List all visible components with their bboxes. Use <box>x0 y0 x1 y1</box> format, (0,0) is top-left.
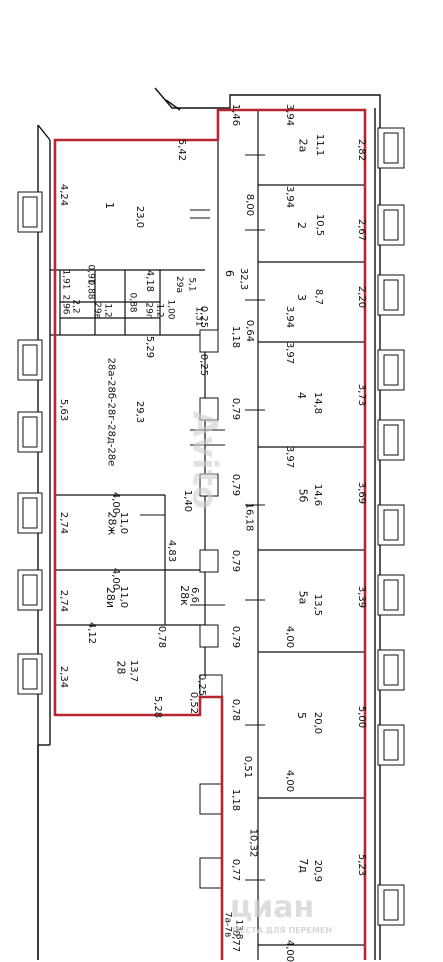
dim-label: 2,96 <box>60 294 71 315</box>
dim-label: 3,69 <box>356 481 368 505</box>
dim-label: 10,32 <box>247 828 259 858</box>
dim-label: 4,24 <box>58 183 70 207</box>
dim-label: 3,97 <box>284 445 296 469</box>
dim-label: 4,00 <box>110 567 122 591</box>
room-29a-label: 29а <box>173 276 184 293</box>
columns <box>199 329 223 889</box>
room-28zh-area: 11,0 <box>118 511 130 535</box>
room-6-area: 32,3 <box>238 267 250 291</box>
room-6-label: 6 <box>223 270 236 277</box>
room-28zh-label: 28ж <box>105 511 119 536</box>
dim-label: 0,79 <box>230 549 242 573</box>
room-2-area: 10,5 <box>314 213 326 237</box>
windows-right <box>377 127 405 926</box>
room-2a-area: 11,1 <box>314 133 326 157</box>
room-29v-label: 29в <box>91 302 102 319</box>
room-5a-label: 5а <box>296 590 310 605</box>
dim-label: 2,74 <box>58 589 70 613</box>
dim-label: 3,94 <box>284 103 296 127</box>
cian-watermark: циан <box>230 890 315 925</box>
dim-label: 0,78 <box>156 625 168 649</box>
dim-label: 2,34 <box>58 665 70 689</box>
room-3-label: 3 <box>295 294 308 301</box>
room-4-label: 4 <box>295 392 308 399</box>
dim-label: 1,91 <box>60 269 71 290</box>
tick-marks <box>140 154 265 881</box>
dim-label: 0,51 <box>242 755 254 779</box>
room-28-area: 13,7 <box>128 659 140 683</box>
dim-label: 4,18 <box>144 269 156 293</box>
dim-label: 0,77 <box>230 858 242 882</box>
dim-label: 0,52 <box>188 691 200 715</box>
room-5-label: 5 <box>295 712 308 719</box>
room-1-label: 1 <box>103 202 116 209</box>
cian-watermark-sub: МЕСТА ДЛЯ ПЕРЕМЕН <box>232 926 333 935</box>
dim-label: 1,18 <box>230 325 242 349</box>
dim-label: 2,74 <box>58 511 70 535</box>
interior-walls <box>50 110 365 960</box>
dim-label: 5,28 <box>152 695 164 719</box>
dim-label: 3,73 <box>356 383 368 407</box>
dim-label: 0,88 <box>127 292 138 313</box>
room-7d-label: 7д <box>296 858 310 873</box>
room-29a-area: 5,1 <box>186 277 197 292</box>
dim-label: 2,82 <box>356 138 368 162</box>
room-5b-label: 5б <box>296 488 310 503</box>
dim-label: 4,83 <box>166 539 178 563</box>
dim-label: 0,78 <box>230 698 242 722</box>
room-29g-area: 1,2 <box>154 303 165 318</box>
dim-label: 2,2 <box>70 299 81 314</box>
dim-label: 5,42 <box>176 138 188 162</box>
dim-label: 4,00 <box>284 625 296 649</box>
room-3-area: 8,7 <box>312 289 324 305</box>
room-2-label: 2 <box>295 222 308 229</box>
dim-label: 3,97 <box>284 341 296 365</box>
room-4-area: 14,8 <box>312 391 324 415</box>
room-28a-label: 28а-28б-28г-28д-28е <box>105 357 117 467</box>
dim-label: 3,94 <box>284 305 296 329</box>
dim-label: 3,39 <box>356 585 368 609</box>
windows-left <box>17 191 43 695</box>
dim-label: 5,63 <box>58 398 70 422</box>
room-28k-area: 6,6 <box>188 587 200 603</box>
room-7d-area: 20,9 <box>312 859 324 883</box>
dim-label: 4,00 <box>284 769 296 793</box>
room-5a-area: 13,5 <box>312 593 324 617</box>
dim-label: 4,00 <box>284 939 296 962</box>
dim-label: 0,79 <box>230 473 242 497</box>
room-5-area: 20,0 <box>312 711 324 735</box>
building-walls <box>37 87 381 960</box>
room-1-area: 23,0 <box>134 205 146 229</box>
dim-label: 4,00 <box>110 491 122 515</box>
dim-label: 0,25 <box>198 353 210 377</box>
room-5b-area: 14,6 <box>312 483 324 507</box>
room-28-label: 28 <box>114 660 128 675</box>
property-outline <box>53 108 367 960</box>
dim-label: 0,91 <box>85 264 96 285</box>
dim-label: 1,46 <box>230 103 242 127</box>
dim-label: 1,18 <box>230 788 242 812</box>
dim-label: 2,67 <box>356 218 368 242</box>
dim-label: 0,25 <box>198 305 210 329</box>
dim-label: 2,20 <box>356 285 368 309</box>
room-29g-label: 29г <box>143 302 154 319</box>
dim-label: 8,00 <box>244 193 256 217</box>
dim-label: 0,79 <box>230 397 242 421</box>
room-28a-area: 29,3 <box>134 400 146 424</box>
dim-label: 16,18 <box>243 502 255 532</box>
dim-label: 0,79 <box>230 625 242 649</box>
dim-label: 5,29 <box>144 335 156 359</box>
dim-label: 5,23 <box>356 853 368 877</box>
room-29v-area: 1,2 <box>102 303 113 318</box>
avito-watermark: Avito <box>184 410 225 510</box>
dim-label: 1,00 <box>165 299 176 320</box>
dim-label: 3,94 <box>284 185 296 209</box>
dim-label: 0,64 <box>244 319 256 343</box>
dim-label: 4,12 <box>86 621 98 645</box>
room-2a-label: 2а <box>296 138 310 153</box>
dim-label: 5,00 <box>356 705 368 729</box>
